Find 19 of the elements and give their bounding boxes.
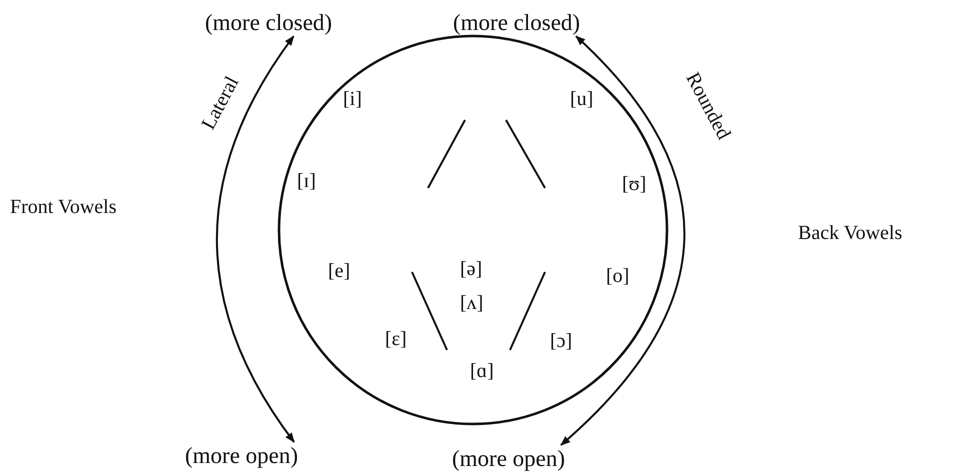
vowel-symbol: [i] — [343, 88, 362, 110]
vowel-symbol: [ɪ] — [297, 170, 316, 192]
scale-end-label: (more open) — [452, 446, 566, 472]
vowel-symbol: [ɔ] — [550, 330, 572, 352]
vowel-symbol: [u] — [570, 88, 594, 110]
side-label: Back Vowels — [798, 222, 902, 244]
vowel-symbol: [o] — [606, 265, 630, 287]
vowel-symbol: [ɛ] — [385, 328, 407, 350]
curved-arrow — [216, 35, 295, 443]
vowel-symbol: [ʊ] — [622, 173, 646, 195]
vowel-symbol: [ɑ] — [470, 360, 494, 382]
vowel-symbol: [e] — [328, 260, 350, 282]
vowel-symbol: [ə] — [460, 258, 482, 280]
scale-end-label: (more open) — [185, 443, 298, 468]
scale-end-label: (more closed) — [453, 10, 580, 36]
scale-end-label: (more closed) — [205, 10, 332, 36]
side-label: Front Vowels — [10, 196, 117, 218]
vowel-symbol: [ʌ] — [460, 292, 484, 314]
curved-arrow — [560, 36, 686, 446]
